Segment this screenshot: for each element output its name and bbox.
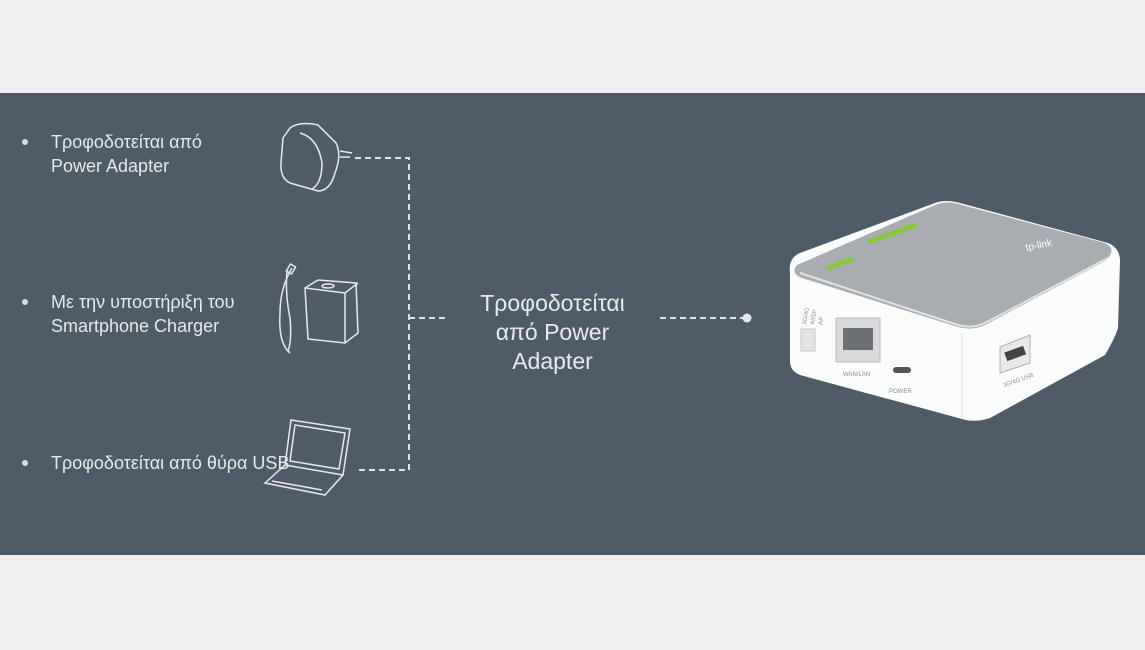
connector-lines — [355, 157, 745, 471]
mode-switch — [800, 328, 816, 352]
mode-label: 3G/4G — [802, 307, 811, 326]
bullet — [22, 299, 28, 305]
center-label-line: Τροφοδοτείται — [480, 290, 625, 316]
mode-label: AP — [818, 316, 825, 325]
power-label: POWER — [889, 389, 912, 395]
router-image: tp-link WAN/LAN POWER 3G/4G USB 3G/4G WI… — [789, 201, 1120, 421]
center-label-line: Adapter — [512, 348, 593, 374]
source-item-usb-port: Τροφοδοτείται από θύρα USB — [22, 451, 289, 475]
diagram: tp-link WAN/LAN POWER 3G/4G USB 3G/4G WI… — [263, 122, 1120, 496]
source-label: Smartphone Charger — [51, 316, 220, 336]
laptop-icon — [263, 419, 351, 496]
source-label: Τροφοδοτείται από θύρα USB — [51, 453, 290, 473]
wan-lan-label: WAN/LAN — [843, 372, 870, 378]
power-adapter-icon — [280, 122, 353, 192]
source-label: Τροφοδοτείται από — [51, 132, 202, 152]
source-label: Power Adapter — [51, 156, 170, 176]
power-port — [893, 367, 911, 373]
bullet — [22, 139, 28, 145]
source-label: Με την υποστήριξη του — [51, 292, 235, 312]
led-power — [826, 256, 854, 271]
led-status — [867, 222, 917, 245]
usb-port — [1004, 345, 1027, 362]
center-label-line: από Power — [495, 319, 610, 345]
center-label: Τροφοδοτείται από Power Adapter — [460, 289, 645, 376]
connector-dot — [742, 313, 752, 323]
bullet — [22, 460, 28, 466]
smartphone-charger-icon — [278, 263, 359, 354]
mode-label: WISP — [810, 309, 819, 325]
